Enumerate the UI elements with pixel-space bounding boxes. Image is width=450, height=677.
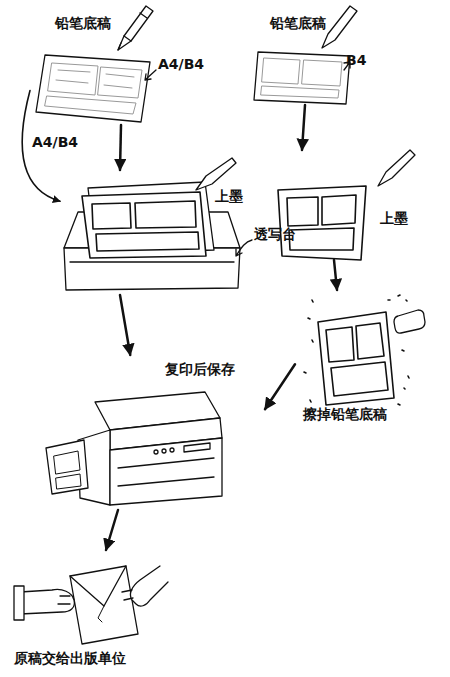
ink-pen xyxy=(378,150,415,186)
inked-paper xyxy=(82,192,206,258)
step-caption: 上墨 xyxy=(215,188,243,204)
copy-output xyxy=(46,440,88,494)
copy-panels xyxy=(54,451,81,489)
flow-arrow xyxy=(120,125,121,170)
inked-paper xyxy=(278,186,366,260)
step-caption: 铅笔底稿 xyxy=(55,15,111,31)
flow-arrow xyxy=(265,364,295,409)
flow-arrow xyxy=(334,260,337,290)
lightbox-edge xyxy=(70,261,234,262)
annotation-label: B4 xyxy=(346,52,366,68)
pencil xyxy=(118,6,153,50)
sketch-panels xyxy=(261,58,342,98)
step-node: 上墨 xyxy=(60,170,260,295)
inked-panels xyxy=(326,323,388,396)
flow-arrow xyxy=(120,295,130,355)
fingers xyxy=(58,596,70,604)
ink-pen xyxy=(196,158,236,190)
step-node: 复印后保存 xyxy=(20,355,265,510)
hand xyxy=(20,589,74,614)
pointer-arrow xyxy=(236,240,252,256)
sketch-panels xyxy=(45,63,142,114)
inked-panels xyxy=(287,195,356,250)
fingers xyxy=(122,590,133,600)
flow-arrow xyxy=(302,105,305,150)
annotation-label: A4/B4 xyxy=(158,56,204,72)
copier-buttons xyxy=(154,443,210,454)
sketch-paper xyxy=(254,52,350,104)
step-caption: 铅笔底稿 xyxy=(270,15,326,31)
pointer-arrow xyxy=(145,70,156,80)
step-caption: 原稿交给出版单位 xyxy=(14,650,126,666)
cuff xyxy=(14,586,24,620)
eraser xyxy=(394,310,425,333)
step-node: 上墨 xyxy=(270,150,430,260)
copier-front xyxy=(110,438,222,505)
step-caption: 上墨 xyxy=(380,210,408,226)
edge-label: A4/B4 xyxy=(32,134,78,150)
annotation-label: 透写台 xyxy=(254,226,296,242)
hand xyxy=(130,566,168,606)
flow-arrow xyxy=(106,510,118,550)
step-node: 原稿交给出版单位 xyxy=(10,550,170,670)
step-caption: 复印后保存 xyxy=(165,361,235,377)
step-node: 擦掉铅笔底稿 xyxy=(295,290,435,425)
step-caption: 擦掉铅笔底稿 xyxy=(303,406,387,422)
pencil-detail xyxy=(118,13,147,50)
sketch-paper xyxy=(36,55,150,122)
eraser-crumbs xyxy=(304,295,409,405)
envelope-flap xyxy=(70,566,126,606)
copier-drawer xyxy=(118,458,214,486)
step-node: 铅笔底稿 xyxy=(30,10,160,125)
pencil xyxy=(322,6,357,48)
envelope-string xyxy=(98,606,104,622)
inked-paper xyxy=(318,312,394,405)
envelope xyxy=(70,566,138,644)
inked-panels xyxy=(92,201,199,251)
